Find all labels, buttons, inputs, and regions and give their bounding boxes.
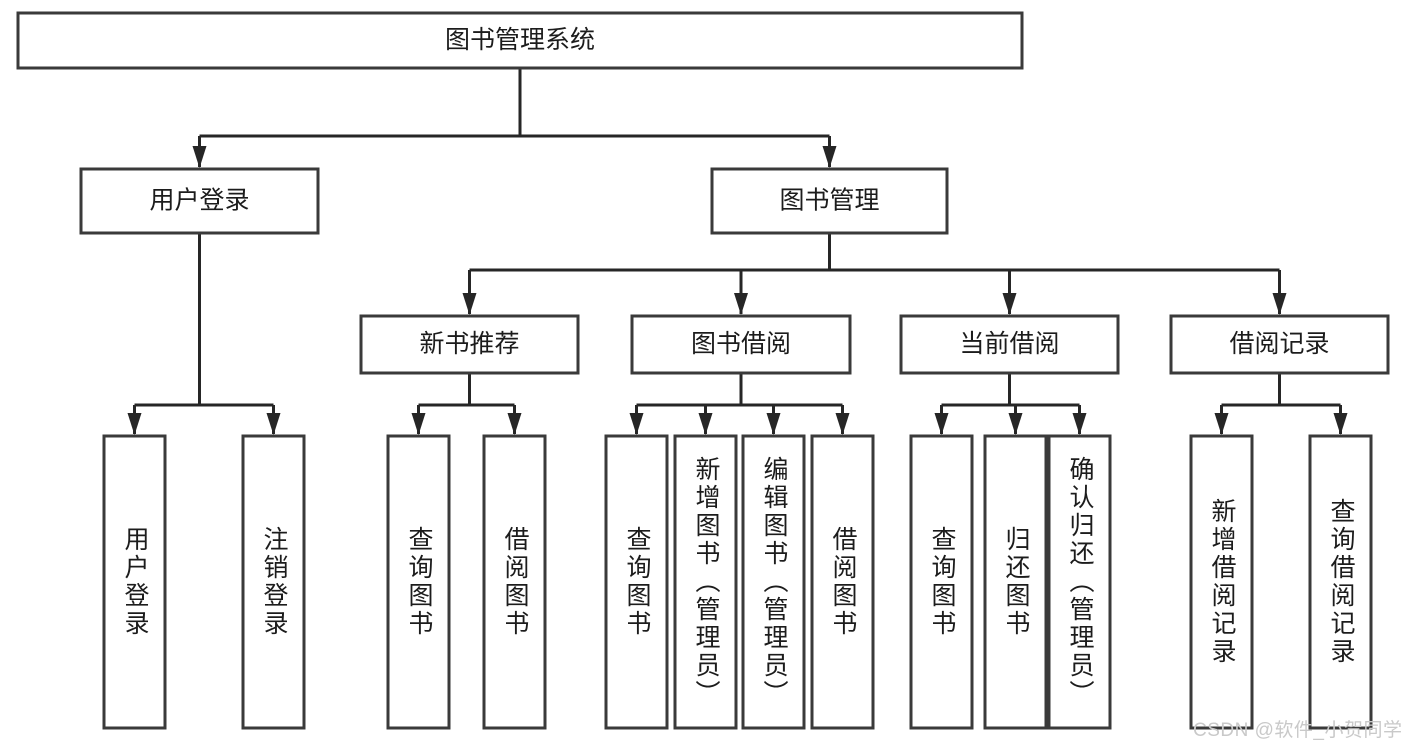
arrow-head-icon-leaf-borrow-book-borrow xyxy=(835,413,850,435)
node-box-leaf-confirm-return-admin[interactable] xyxy=(1047,434,1112,730)
arrow-head-icon-leaf-query-book-borrow xyxy=(629,413,644,435)
arrow-head-icon-l1-1 xyxy=(822,146,837,168)
node-box-book-management[interactable] xyxy=(710,167,949,235)
arrow-head-icon-l2-0 xyxy=(462,293,477,315)
node-label-current-borrow: 当前借阅 xyxy=(959,330,1059,358)
node-label-root: 图书管理系统 xyxy=(445,26,595,54)
node-box-current-borrow[interactable] xyxy=(899,314,1120,375)
node-label-book-borrow: 图书借阅 xyxy=(691,330,791,358)
arrow-head-icon-leaf-add-book-admin xyxy=(698,413,713,435)
connectors-layer xyxy=(127,68,1348,435)
node-box-leaf-borrow-book-new[interactable] xyxy=(482,434,547,730)
arrow-head-icon-leaf-borrow-book-new xyxy=(507,413,522,435)
node-box-leaf-user-logout[interactable] xyxy=(241,434,306,730)
node-box-leaf-query-borrow-record[interactable] xyxy=(1308,434,1373,730)
node-box-leaf-query-book-current[interactable] xyxy=(909,434,974,730)
node-box-root[interactable] xyxy=(16,11,1024,70)
node-box-borrow-record[interactable] xyxy=(1169,314,1390,375)
arrow-head-icon-leaf-user-login xyxy=(127,413,142,435)
node-box-leaf-add-book-admin[interactable] xyxy=(673,434,738,730)
arrow-head-icon-l1-0 xyxy=(192,146,207,168)
arrow-head-icon-leaf-edit-book-admin xyxy=(766,413,781,435)
arrow-head-icon-leaf-return-book xyxy=(1008,413,1023,435)
node-label-user-login: 用户登录 xyxy=(149,187,249,215)
node-box-leaf-borrow-book-borrow[interactable] xyxy=(810,434,875,730)
arrow-head-icon-leaf-add-borrow-record xyxy=(1214,413,1229,435)
arrow-head-icon-leaf-query-borrow-record xyxy=(1333,413,1348,435)
csdn-watermark: CSDN @软件_小贺同学 xyxy=(1193,720,1403,741)
node-box-user-login[interactable] xyxy=(79,167,320,235)
arrow-head-icon-leaf-confirm-return-admin xyxy=(1072,413,1087,435)
node-label-new-book-recommend: 新书推荐 xyxy=(419,330,519,358)
node-box-leaf-user-login[interactable] xyxy=(102,434,167,730)
arrow-head-icon-leaf-query-book-current xyxy=(934,413,949,435)
node-box-leaf-edit-book-admin[interactable] xyxy=(741,434,806,730)
node-box-leaf-query-book-new[interactable] xyxy=(386,434,451,730)
node-label-book-management: 图书管理 xyxy=(779,187,879,215)
node-box-book-borrow[interactable] xyxy=(630,314,852,375)
arrow-head-icon-leaf-user-logout xyxy=(266,413,281,435)
arrow-head-icon-l2-1 xyxy=(734,293,748,315)
node-label-borrow-record: 借阅记录 xyxy=(1229,330,1329,358)
node-box-new-book-recommend[interactable] xyxy=(359,314,580,375)
arrow-head-icon-leaf-query-book-new xyxy=(411,413,426,435)
node-box-leaf-query-book-borrow[interactable] xyxy=(604,434,669,730)
boxes-layer xyxy=(16,11,1390,730)
arrow-head-icon-l2-2 xyxy=(1002,293,1017,315)
node-box-leaf-add-borrow-record[interactable] xyxy=(1189,434,1254,730)
arrow-head-icon-l2-3 xyxy=(1272,293,1287,315)
node-box-leaf-return-book[interactable] xyxy=(983,434,1048,730)
